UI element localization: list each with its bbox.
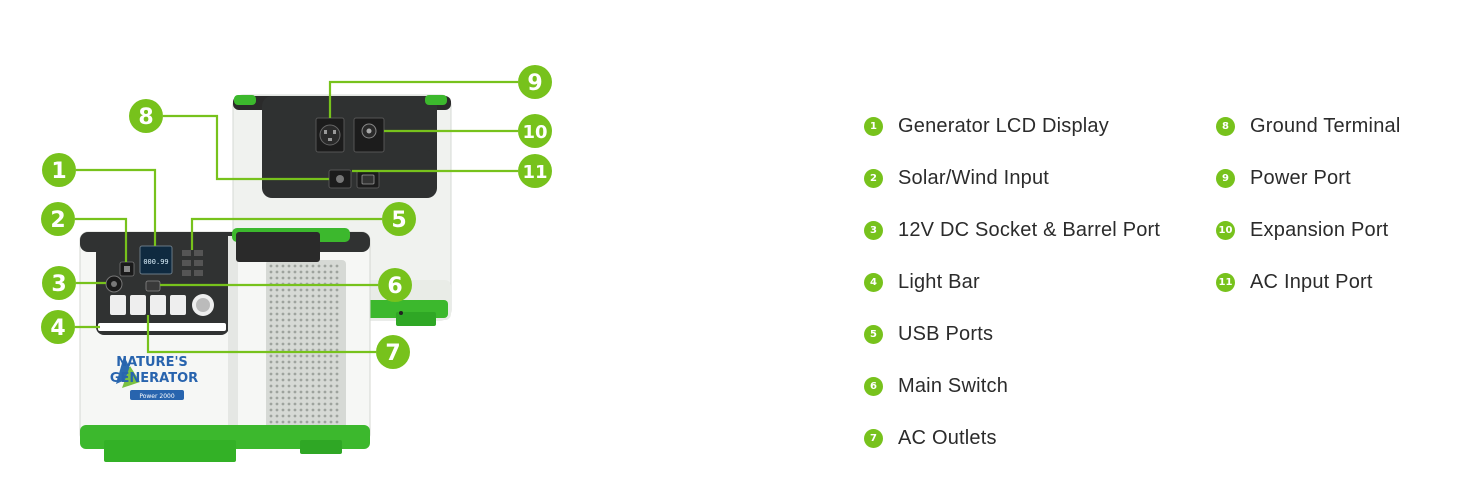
logo-badge: Power 2000 (139, 393, 175, 400)
svg-text:8: 8 (138, 105, 153, 130)
solar-input-icon (119, 261, 135, 277)
svg-text:9: 9 (527, 71, 542, 96)
legend-label: Power Port (1250, 166, 1351, 189)
svg-text:7: 7 (385, 341, 400, 366)
svg-text:6: 6 (387, 274, 402, 299)
svg-text:3: 3 (51, 272, 66, 297)
svg-text:1: 1 (51, 159, 66, 184)
callout-4: 4 (41, 310, 75, 344)
main-switch-icon (145, 280, 161, 292)
ground-terminal-icon (328, 169, 352, 189)
legend-right-column: 8 Ground Terminal 9 Power Port 10 Expansion… (1216, 100, 1400, 308)
legend-item: 8 Ground Terminal (1216, 100, 1400, 152)
callout-11: 11 (518, 154, 552, 188)
callout-1: 1 (42, 153, 76, 187)
callout-8: 8 (129, 99, 163, 133)
callout-5: 5 (382, 202, 416, 236)
legend-label: 12V DC Socket & Barrel Port (898, 218, 1161, 241)
leader-lines (75, 80, 518, 354)
callout-3: 3 (42, 266, 76, 300)
svg-text:4: 4 (50, 316, 65, 341)
leader-5 (190, 217, 382, 250)
legend-number: 3 (864, 220, 883, 240)
legend-number: 11 (1216, 272, 1235, 292)
legend-number: 5 (864, 324, 883, 344)
legend-number: 9 (1216, 168, 1235, 188)
legend-label: Generator LCD Display (898, 114, 1109, 137)
brand-logo: NATURE'S GENERATOR Power 2000 (110, 355, 198, 400)
legend-label: USB Ports (898, 322, 994, 345)
callout-2: 2 (41, 202, 75, 236)
dc-socket-icon (105, 275, 123, 293)
callout-7: 7 (376, 335, 410, 369)
legend-item: 5 USB Ports (864, 308, 1160, 360)
leader-9 (328, 80, 518, 118)
svg-text:5: 5 (391, 208, 406, 233)
ac-outlets-icon (110, 294, 214, 316)
legend-label: Expansion Port (1250, 218, 1389, 241)
callout-6: 6 (378, 268, 412, 302)
usb-ports-icon (182, 250, 203, 276)
legend-item: 2 Solar/Wind Input (864, 152, 1160, 204)
legend-label: Main Switch (898, 374, 1009, 397)
legend-item: 9 Power Port (1216, 152, 1400, 204)
leader-2 (75, 217, 128, 262)
legend-item: 1 Generator LCD Display (864, 100, 1160, 152)
legend-label: Light Bar (898, 270, 980, 293)
leader-8 (163, 114, 329, 181)
legend-number: 2 (864, 168, 883, 188)
legend-label: Solar/Wind Input (898, 166, 1050, 189)
logo-line1: NATURE'S (116, 355, 188, 370)
legend-item: 6 Main Switch (864, 360, 1160, 412)
legend-number: 10 (1216, 220, 1235, 240)
ac-input-port-icon (356, 170, 380, 189)
legend-number: 6 (864, 376, 883, 396)
legend-number: 4 (864, 272, 883, 292)
lcd-reading: 000.99 (143, 258, 168, 266)
legend-item: 3 12V DC Socket & Barrel Port (864, 204, 1160, 256)
legend-number: 7 (864, 428, 883, 448)
legend-number: 8 (1216, 116, 1235, 136)
legend-number: 1 (864, 116, 883, 136)
svg-text:10: 10 (522, 122, 547, 143)
leader-1 (76, 168, 157, 246)
svg-text:2: 2 (50, 208, 65, 233)
legend-label: Ground Terminal (1250, 114, 1401, 137)
expansion-port-icon (353, 117, 385, 153)
leader-7 (146, 315, 376, 354)
legend-item: 10 Expansion Port (1216, 204, 1400, 256)
legend-left-column: 1 Generator LCD Display 2 Solar/Wind Input… (864, 100, 1160, 464)
lcd-display: 000.99 (139, 245, 173, 275)
legend-label: AC Input Port (1250, 270, 1373, 293)
svg-text:11: 11 (522, 162, 547, 183)
legend-label: AC Outlets (898, 426, 997, 449)
light-bar-icon (98, 323, 226, 331)
logo-line2: GENERATOR (110, 371, 198, 386)
legend-item: 11 AC Input Port (1216, 256, 1400, 308)
callout-10: 10 (518, 114, 552, 148)
callout-9: 9 (518, 65, 552, 99)
legend-item: 4 Light Bar (864, 256, 1160, 308)
power-port-icon (315, 117, 345, 153)
legend-item: 7 AC Outlets (864, 412, 1160, 464)
